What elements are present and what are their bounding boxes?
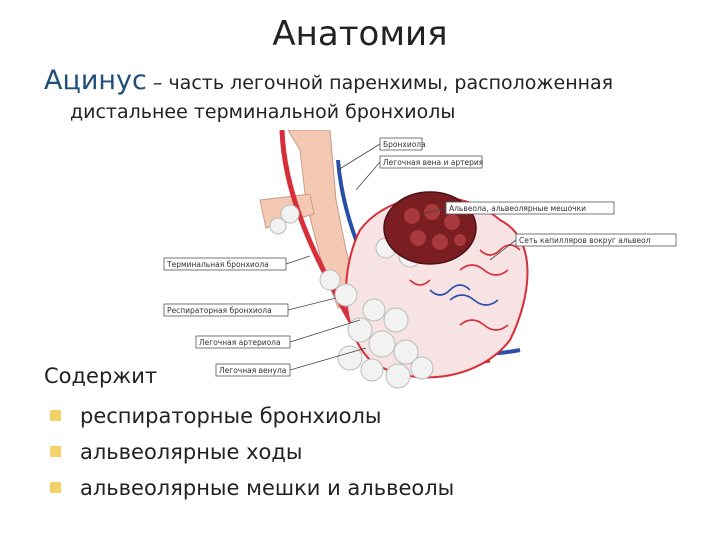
svg-text:Альвеола, альвеолярные мешочки: Альвеола, альвеолярные мешочки — [449, 204, 586, 213]
definition-term: Ацинус — [44, 65, 147, 96]
list-item: респираторные бронхиолы — [44, 398, 454, 434]
label-vein-artery: Легочная вена и артерия — [379, 155, 483, 169]
list-item: альвеолярные мешки и альвеолы — [44, 470, 454, 506]
slide-title: Анатомия — [272, 14, 448, 54]
svg-text:Сеть капилляров вокруг альвеол: Сеть капилляров вокруг альвеол — [519, 236, 651, 245]
alveoli-cluster — [269, 204, 434, 389]
svg-text:Бронхиола: Бронхиола — [383, 140, 426, 149]
label-alveolus: Альвеола, альвеолярные мешочки — [445, 201, 615, 215]
bullet-square-icon — [50, 410, 61, 421]
label-pulmonary-venule: Легочная венула — [215, 363, 291, 377]
definition: Ацинус – часть легочной паренхимы, распо… — [44, 66, 714, 127]
svg-text:Легочная вена и артерия: Легочная вена и артерия — [383, 158, 483, 167]
label-capillaries: Сеть капилляров вокруг альвеол — [515, 233, 677, 247]
definition-text-line2: дистальнее терминальной бронхиолы — [70, 101, 456, 123]
svg-text:Легочная артериола: Легочная артериола — [199, 338, 281, 347]
svg-text:Респираторная бронхиола: Респираторная бронхиола — [167, 306, 272, 315]
capillary-network — [409, 244, 521, 331]
label-terminal-bronchiole: Терминальная бронхиола — [163, 257, 287, 271]
label-bronchiole: Бронхиола — [379, 137, 426, 151]
svg-text:Терминальная бронхиола: Терминальная бронхиола — [166, 260, 269, 269]
leader-lines — [285, 143, 517, 371]
acinus-illustration: Бронхиола Легочная вена и артерия Альвео… — [160, 130, 680, 400]
label-respiratory-bronchiole: Респираторная бронхиола — [163, 303, 289, 317]
contents-list: респираторные бронхиолы альвеолярные ход… — [44, 398, 454, 506]
list-item-text: альвеолярные ходы — [80, 440, 303, 464]
list-item-text: респираторные бронхиолы — [80, 404, 382, 428]
list-item: альвеолярные ходы — [44, 434, 454, 470]
label-pulmonary-arteriole: Легочная артериола — [195, 335, 291, 349]
bullet-square-icon — [50, 446, 61, 457]
bullet-square-icon — [50, 482, 61, 493]
list-item-text: альвеолярные мешки и альвеолы — [80, 476, 455, 500]
definition-text-line1: – часть легочной паренхимы, расположенна… — [146, 72, 614, 94]
svg-text:Легочная венула: Легочная венула — [219, 366, 286, 375]
contains-label: Содержит — [44, 364, 158, 388]
acinus-diagram: Бронхиола Легочная вена и артерия Альвео… — [163, 130, 677, 389]
